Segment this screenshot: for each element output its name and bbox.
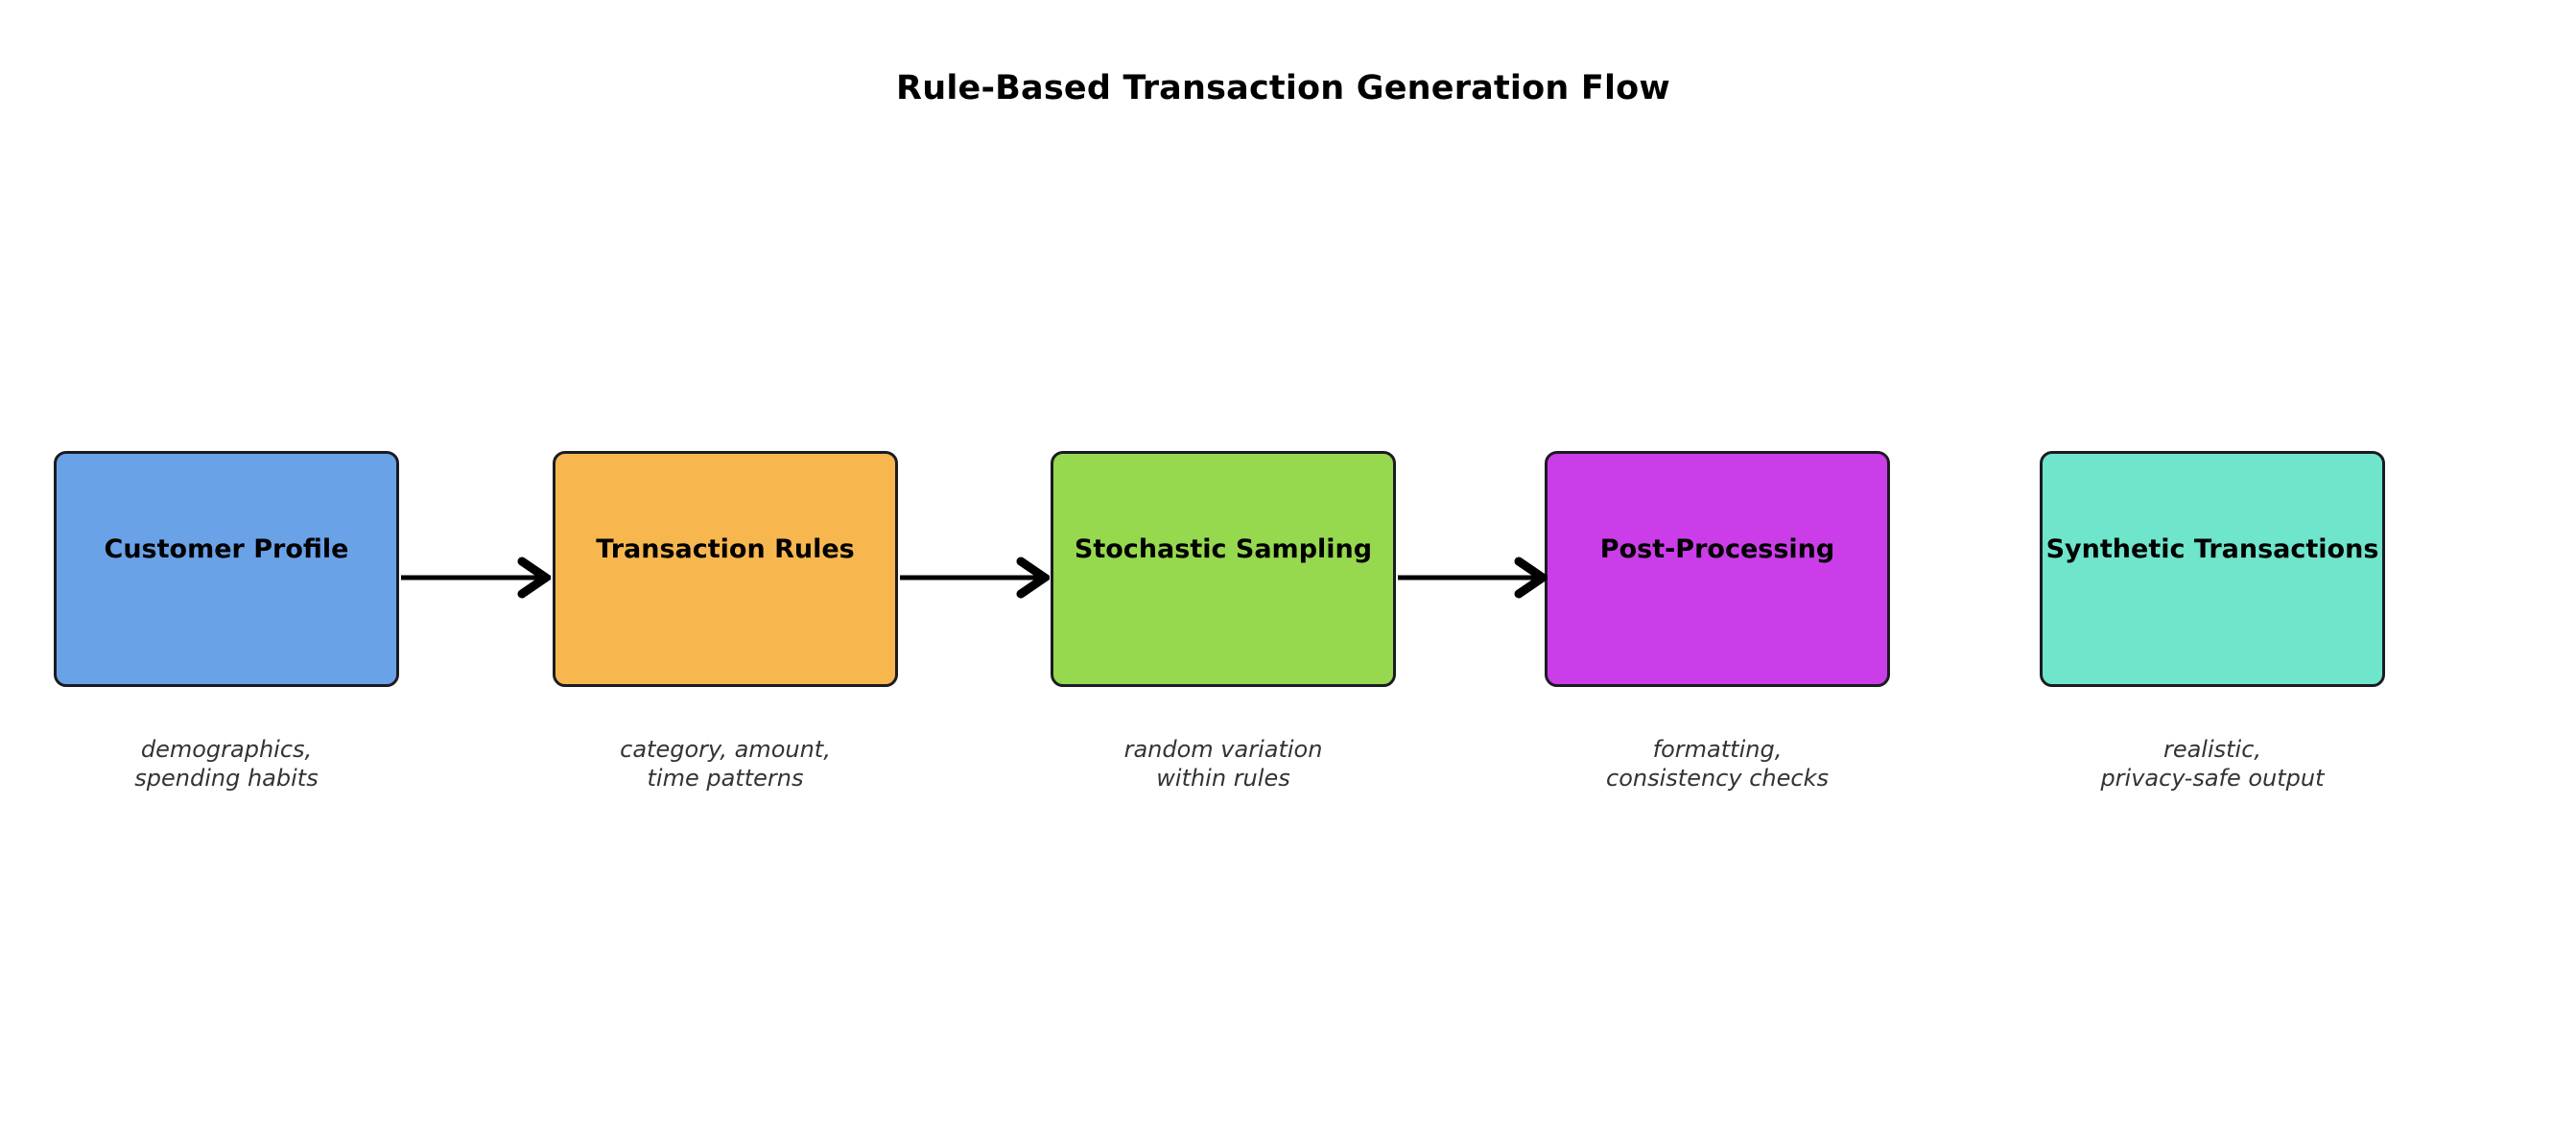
flow-node-transaction-rules[interactable]: Transaction Rules xyxy=(553,451,898,687)
flow-node-caption: demographics, spending habits xyxy=(134,736,319,793)
flow-node-label: Synthetic Transactions xyxy=(2045,533,2379,564)
flow-node-caption: realistic, privacy-safe output xyxy=(2100,736,2325,793)
flow-node-caption: formatting, consistency checks xyxy=(1606,736,1829,793)
flow-node-label: Transaction Rules xyxy=(596,533,855,564)
flow-node-stochastic-sampling[interactable]: Stochastic Sampling xyxy=(1051,451,1396,687)
flow-arrow-icon xyxy=(1398,557,1548,599)
flow-node-post-processing[interactable]: Post-Processing xyxy=(1545,451,1890,687)
flow-node-label: Customer Profile xyxy=(104,533,349,564)
flow-arrow-icon xyxy=(401,557,551,599)
flow-node-label: Post-Processing xyxy=(1599,533,1835,564)
flow-node-caption: category, amount, time patterns xyxy=(620,736,831,793)
flow-arrow-icon xyxy=(900,557,1050,599)
flow-node-label: Stochastic Sampling xyxy=(1074,533,1373,564)
page-title: Rule-Based Transaction Generation Flow xyxy=(896,69,1670,107)
flow-node-customer-profile[interactable]: Customer Profile xyxy=(54,451,399,687)
flow-node-synthetic-transactions[interactable]: Synthetic Transactions xyxy=(2040,451,2385,687)
flow-row: Customer Profile Transaction Rules Stoch… xyxy=(0,451,2576,691)
flow-node-caption: random variation within rules xyxy=(1123,736,1323,793)
